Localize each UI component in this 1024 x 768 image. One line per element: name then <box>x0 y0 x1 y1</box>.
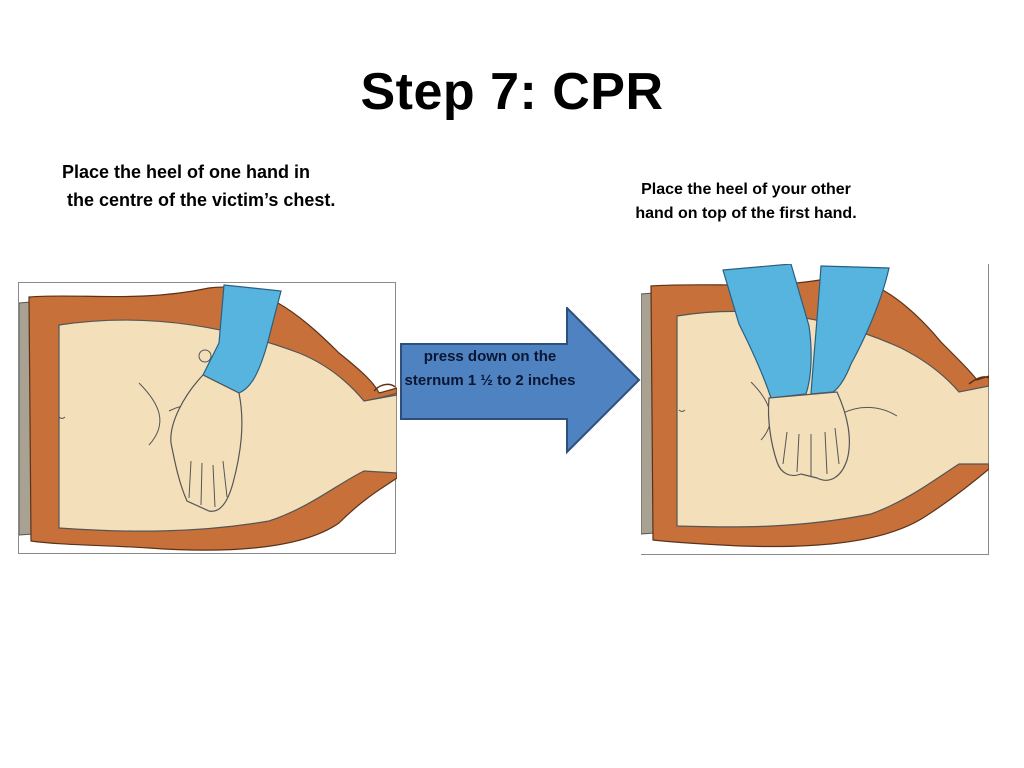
arrow-label: press down on the sternum 1 ½ to 2 inche… <box>404 348 576 389</box>
slide-title: Step 7: CPR <box>360 63 664 121</box>
right-caption: Place the heel of your other hand on top… <box>635 181 857 222</box>
two-hands-drawing <box>641 264 989 548</box>
cpr-two-hands-illustration <box>641 264 989 555</box>
one-hand-drawing <box>19 284 397 551</box>
right-arrow-icon <box>400 307 641 455</box>
cpr-one-hand-illustration <box>18 282 397 554</box>
left-caption: Place the heel of one hand in the centre… <box>62 162 336 210</box>
